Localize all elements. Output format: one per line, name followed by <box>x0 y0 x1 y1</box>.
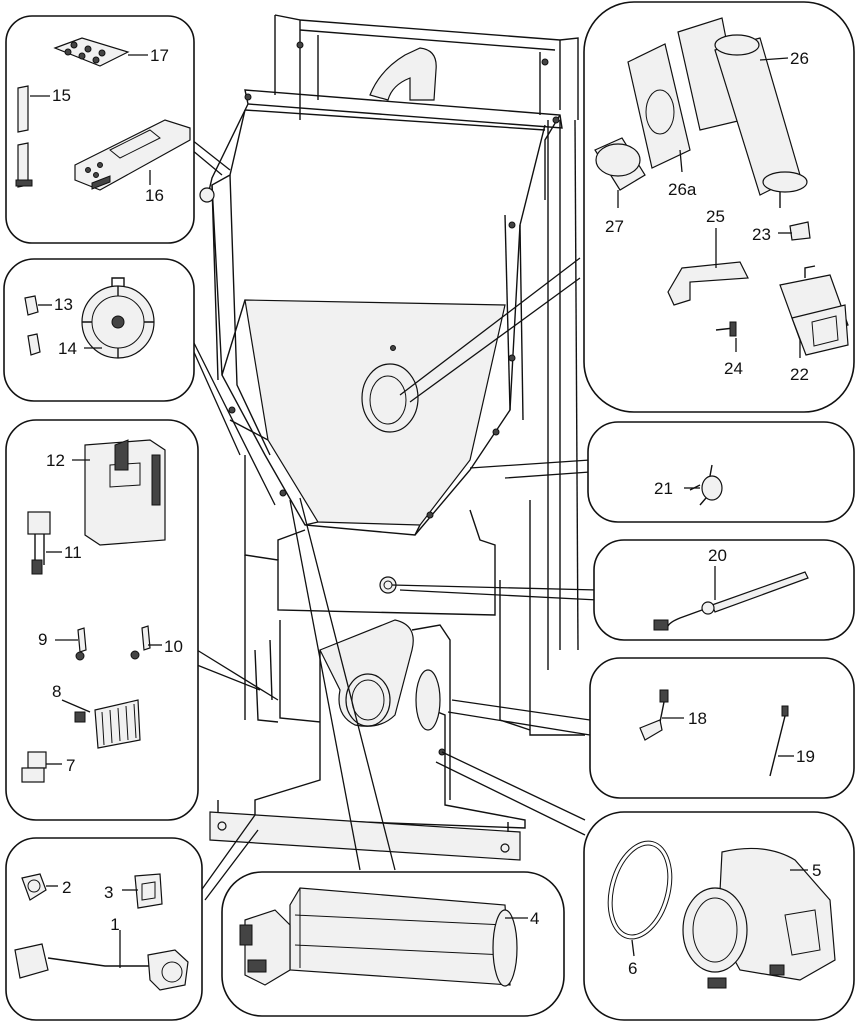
callout-box-auger-parts <box>583 1 855 413</box>
callout-23: 23 <box>752 225 771 244</box>
stove-hopper-assembly <box>199 14 585 861</box>
callout-box-probe <box>593 539 855 641</box>
callout-24: 24 <box>724 359 743 378</box>
callout-6: 6 <box>628 959 637 978</box>
callout-8: 8 <box>52 682 61 701</box>
box-frame <box>593 539 855 641</box>
callout-labels: 1 2 3 4 5 6 7 8 9 10 11 12 13 14 15 16 1… <box>38 46 821 978</box>
callout-box-electronics <box>5 419 199 821</box>
callout-2: 2 <box>62 878 71 897</box>
callout-21: 21 <box>654 479 673 498</box>
callout-25: 25 <box>706 207 725 226</box>
callout-17: 17 <box>150 46 169 65</box>
callout-12: 12 <box>46 451 65 470</box>
callout-box-fitting <box>587 421 855 523</box>
callout-16: 16 <box>145 186 164 205</box>
callout-9: 9 <box>38 630 47 649</box>
box-frame <box>589 657 855 799</box>
callout-18: 18 <box>688 709 707 728</box>
callout-box-sensors <box>5 837 203 1021</box>
leader-lines <box>189 139 599 901</box>
callout-19: 19 <box>796 747 815 766</box>
callout-26: 26 <box>790 49 809 68</box>
callout-7: 7 <box>66 756 75 775</box>
callout-box-control-panel <box>5 15 195 244</box>
callout-5: 5 <box>812 861 821 880</box>
callout-13: 13 <box>54 295 73 314</box>
callout-3: 3 <box>104 883 113 902</box>
callout-11: 11 <box>64 543 82 562</box>
callout-22: 22 <box>790 365 809 384</box>
callout-26a: 26a <box>668 180 697 199</box>
callout-10: 10 <box>164 637 183 656</box>
callout-27: 27 <box>605 217 624 236</box>
callout-14: 14 <box>58 339 77 358</box>
callout-4: 4 <box>530 909 539 928</box>
callout-box-auger-motor <box>221 871 565 1017</box>
callout-15: 15 <box>52 86 71 105</box>
box-frame <box>5 837 203 1021</box>
callout-box-exhaust-fan <box>583 811 855 1021</box>
callout-box-igniter <box>589 657 855 799</box>
box-frame <box>587 421 855 523</box>
callout-1: 1 <box>110 915 119 934</box>
callout-box-fan-assembly <box>3 258 195 402</box>
box-frame <box>5 15 195 244</box>
callout-20: 20 <box>708 546 727 565</box>
